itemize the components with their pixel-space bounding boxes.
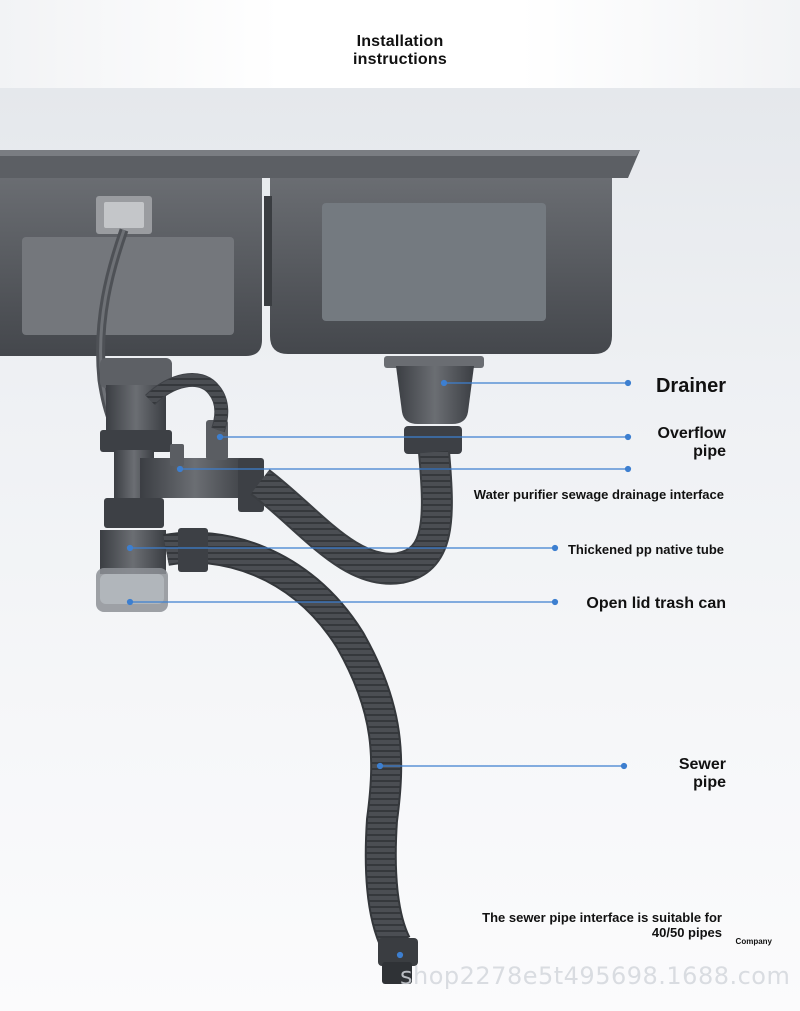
header-band <box>0 0 800 88</box>
left-drain-assembly <box>96 358 264 612</box>
label-water-purifier: Water purifier sewage drainage interface <box>420 487 724 503</box>
label-thickened-tube: Thickened pp native tube <box>520 542 724 558</box>
sewer-pipe-interface <box>378 938 418 966</box>
label-interface-line-2: 40/50 pipes <box>651 924 722 940</box>
label-overflow-line-1: Overflow <box>657 425 726 442</box>
label-thickened-text: Thickened pp native tube <box>567 542 724 557</box>
label-sewer-line-1: Sewer <box>678 756 726 773</box>
watermark: shop2278e5t495698.1688.com <box>400 962 791 990</box>
left-basin <box>0 178 262 356</box>
title-line-2: instructions <box>353 51 447 68</box>
label-sewer-interface: The sewer pipe interface is suitable for… <box>420 910 722 941</box>
sewer-pipe <box>163 531 411 952</box>
title-line-1: Installation <box>356 33 444 50</box>
right-basin <box>264 178 612 354</box>
label-overflow-pipe: Overflow pipe <box>600 425 726 462</box>
pointer-lines <box>126 379 632 959</box>
label-drainer: Drainer <box>560 375 726 398</box>
label-sewer-pipe: Sewer pipe <box>620 756 726 793</box>
label-open-lid-text: Open lid trash can <box>586 595 726 612</box>
label-sewer-line-2: pipe <box>693 774 726 792</box>
label-interface-line-1: The sewer pipe interface is suitable for <box>482 910 722 925</box>
right-drainer <box>384 356 484 454</box>
label-overflow-line-2: pipe <box>693 443 726 461</box>
page-title: Installation instructions <box>300 33 500 69</box>
label-water-purifier-text: Water purifier sewage drainage interface <box>473 487 724 502</box>
label-open-lid-trash-can: Open lid trash can <box>540 595 726 613</box>
sink-rim <box>0 150 640 178</box>
label-company-text: Company <box>735 937 772 946</box>
label-drainer-text: Drainer <box>655 375 726 397</box>
label-company: Company <box>726 937 772 946</box>
